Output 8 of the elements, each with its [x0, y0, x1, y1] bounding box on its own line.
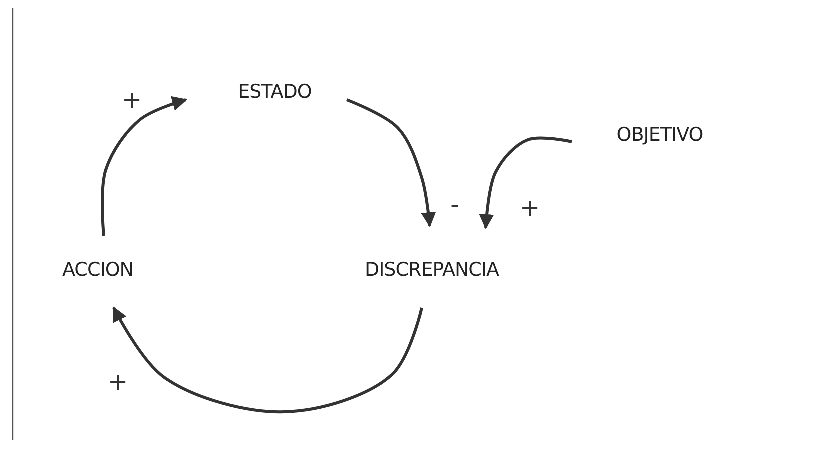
curved-arrow — [101, 96, 188, 236]
variable-label: ACCION — [62, 259, 134, 281]
curved-arrow — [346, 98, 436, 228]
curved-arrow — [479, 136, 572, 230]
variable-label: ESTADO — [238, 81, 312, 103]
curved-arrow — [112, 306, 424, 414]
variable-label: OBJETIVO — [616, 124, 704, 146]
variable-label: DISCREPANCIA — [364, 259, 500, 281]
